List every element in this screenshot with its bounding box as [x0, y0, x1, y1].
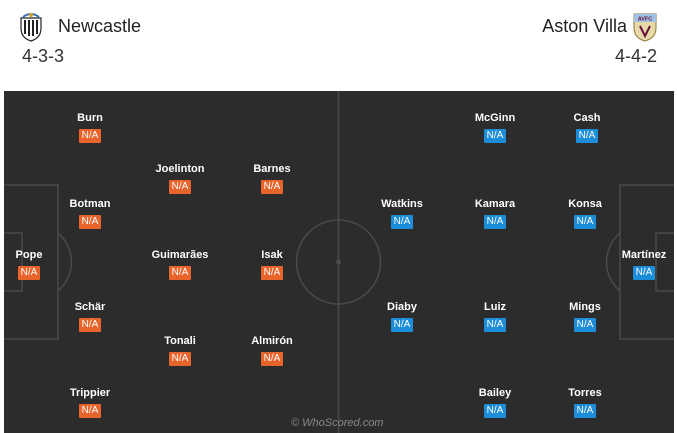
player-rating: N/A: [484, 215, 506, 229]
player-name: Cash: [573, 112, 601, 124]
player-name: Guimarães: [151, 249, 209, 261]
player-rating: N/A: [576, 129, 598, 143]
player-name: Martínez: [621, 249, 667, 261]
newcastle-crest-icon: [20, 13, 42, 42]
away-player-lm[interactable]: Bailey N/A: [455, 386, 535, 418]
player-rating: N/A: [261, 180, 283, 194]
player-name: Pope: [15, 249, 43, 261]
away-team-name[interactable]: Aston Villa: [542, 16, 627, 36]
player-name: McGinn: [474, 112, 516, 124]
player-name: Diaby: [387, 301, 417, 313]
home-player-lb[interactable]: Burn N/A: [50, 111, 130, 143]
player-rating: N/A: [18, 266, 40, 280]
home-player-lcb[interactable]: Botman N/A: [50, 197, 130, 229]
home-player-rcb[interactable]: Schär N/A: [50, 300, 130, 332]
away-player-lb[interactable]: Torres N/A: [545, 386, 625, 418]
match-header: Newcastle 4-3-3 Aston Villa AVFC 4-4-2: [0, 0, 677, 90]
player-name: Schär: [74, 301, 106, 313]
aston-villa-crest-text: AVFC: [638, 17, 653, 23]
watermark: © WhoScored.com: [291, 417, 384, 429]
home-player-lcm[interactable]: Joelinton N/A: [140, 162, 220, 194]
player-name: Barnes: [253, 163, 291, 175]
player-rating: N/A: [169, 180, 191, 194]
away-player-gk[interactable]: Martínez N/A: [604, 248, 674, 280]
home-player-rcm[interactable]: Tonali N/A: [140, 334, 220, 366]
away-formation: 4-4-2: [614, 46, 657, 66]
player-rating: N/A: [79, 318, 101, 332]
player-rating: N/A: [261, 266, 283, 280]
player-rating: N/A: [79, 404, 101, 418]
player-name: Watkins: [381, 198, 423, 210]
player-rating: N/A: [574, 318, 596, 332]
player-name: Almirón: [251, 335, 293, 347]
aston-villa-crest-icon: AVFC: [633, 13, 657, 42]
player-rating: N/A: [574, 404, 596, 418]
away-player-rcb[interactable]: Konsa N/A: [545, 197, 625, 229]
player-rating: N/A: [633, 266, 655, 280]
player-name: Luiz: [484, 301, 506, 313]
home-player-cm[interactable]: Guimarães N/A: [140, 248, 220, 280]
player-rating: N/A: [79, 129, 101, 143]
player-name: Joelinton: [155, 163, 205, 175]
player-name: Konsa: [568, 198, 602, 210]
home-player-rb[interactable]: Trippier N/A: [50, 386, 130, 418]
home-player-lw[interactable]: Barnes N/A: [232, 162, 312, 194]
player-rating: N/A: [169, 266, 191, 280]
player-rating: N/A: [261, 352, 283, 366]
away-player-rb[interactable]: Cash N/A: [547, 111, 627, 143]
away-player-lcb[interactable]: Mings N/A: [545, 300, 625, 332]
player-name: Burn: [77, 112, 103, 124]
away-player-st-2[interactable]: Diaby N/A: [362, 300, 442, 332]
player-rating: N/A: [484, 404, 506, 418]
player-name: Torres: [568, 387, 602, 399]
home-player-rw[interactable]: Almirón N/A: [232, 334, 312, 366]
player-rating: N/A: [79, 215, 101, 229]
player-name: Isak: [261, 249, 283, 261]
pitch-markings: [4, 91, 674, 433]
home-player-gk[interactable]: Pope N/A: [4, 248, 69, 280]
player-rating: N/A: [391, 318, 413, 332]
player-name: Mings: [569, 301, 601, 313]
player-rating: N/A: [484, 318, 506, 332]
home-team-name[interactable]: Newcastle: [58, 16, 142, 36]
player-rating: N/A: [574, 215, 596, 229]
player-name: Tonali: [164, 335, 196, 347]
player-name: Bailey: [478, 387, 512, 399]
home-formation: 4-3-3: [22, 46, 65, 66]
player-rating: N/A: [484, 129, 506, 143]
away-player-st-1[interactable]: Watkins N/A: [362, 197, 442, 229]
pitch: Pope N/A Burn N/A Botman N/A Schär N/A T…: [4, 91, 674, 433]
away-player-lcm[interactable]: Luiz N/A: [455, 300, 535, 332]
player-rating: N/A: [169, 352, 191, 366]
player-rating: N/A: [391, 215, 413, 229]
home-player-st[interactable]: Isak N/A: [232, 248, 312, 280]
away-player-rcm[interactable]: Kamara N/A: [455, 197, 535, 229]
player-name: Kamara: [474, 198, 516, 210]
player-name: Trippier: [69, 387, 111, 399]
away-player-rm[interactable]: McGinn N/A: [455, 111, 535, 143]
player-name: Botman: [69, 198, 111, 210]
